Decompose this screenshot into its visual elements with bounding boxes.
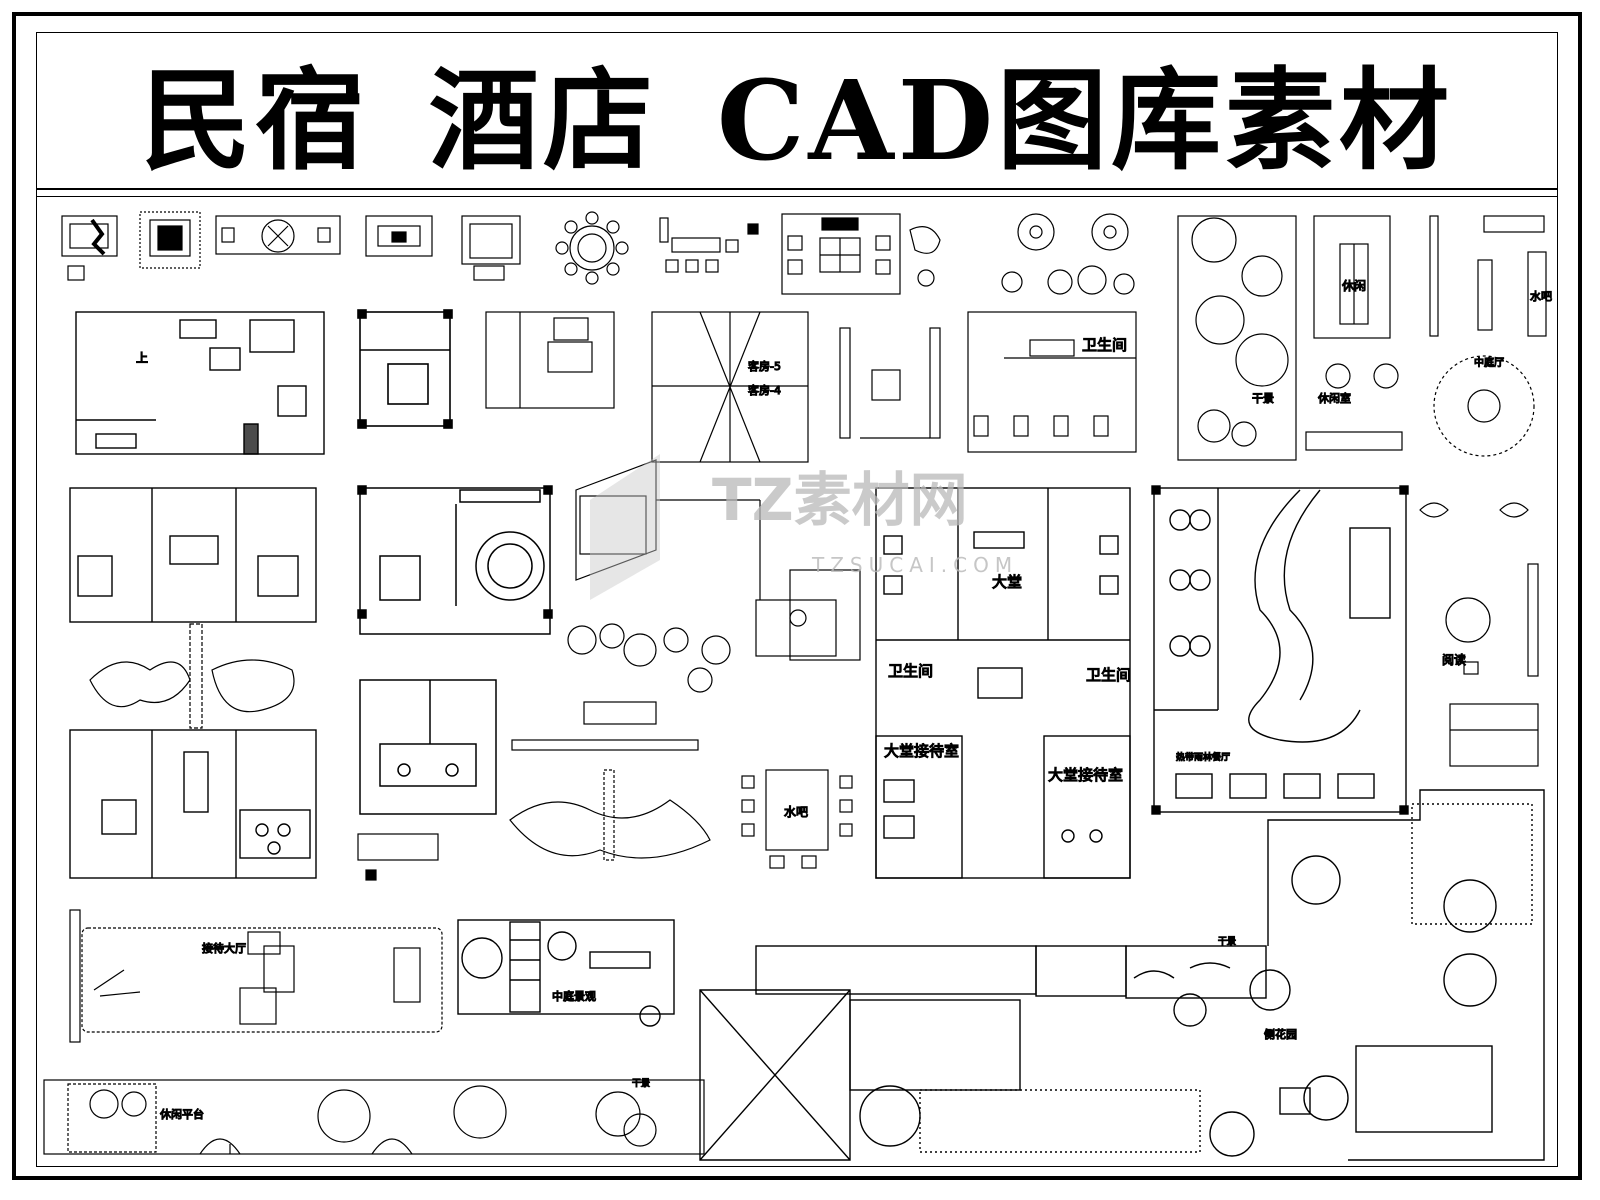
inner-frame [36, 32, 1558, 1167]
label-bathroom: 卫生间 [1082, 336, 1127, 354]
plan-garden-strip [1177, 215, 1297, 461]
label-side-garden: 侧花园 [1264, 1028, 1297, 1041]
furniture-conference-set [781, 213, 941, 295]
label-water-bar-2: 水吧 [784, 805, 808, 819]
plan-villa-garden [89, 623, 295, 729]
plan-rainforest-restaurant [1151, 485, 1409, 815]
label-courtyard-hall: 中庭厅 [1474, 356, 1504, 369]
plan-reception-desk [839, 327, 941, 439]
furniture-bed-single [61, 215, 118, 281]
watermark-url: TZSUCAI.COM [811, 553, 1018, 577]
title-band: 民宿 酒店 CAD图库素材 [37, 33, 1557, 190]
plan-leisure-table [1313, 215, 1391, 339]
label-lobby: 大堂 [992, 573, 1022, 591]
label-dry-scape-3: 干景 [1218, 936, 1236, 947]
label-up: 上 [136, 351, 148, 365]
label-lobby-reception-left: 大堂接待室 [884, 742, 959, 760]
plan-courtyard-hall [1433, 355, 1535, 457]
label-courtyard-landscape: 中庭景观 [552, 989, 596, 1003]
label-dry-scape-1: 干景 [1252, 392, 1274, 405]
plan-bedroom-suite-1 [357, 309, 453, 429]
plan-villa-left [69, 487, 317, 879]
label-bathroom-left: 卫生间 [888, 662, 933, 680]
plan-courtyard-landscape [457, 919, 675, 1027]
plan-leisure-terrace [43, 1079, 705, 1155]
plan-suite-with-tub [357, 485, 553, 635]
label-reception-hall: 接待大厅 [202, 941, 246, 955]
label-dry-scape-2: 干景 [632, 1078, 650, 1089]
label-leisure-terrace: 休闲平台 [160, 1107, 204, 1121]
tree-cluster-top [1001, 213, 1135, 295]
label-guest-room-5: 客房-5 [748, 359, 781, 373]
plan-water-bar [1429, 215, 1547, 337]
plan-apartment-1 [75, 311, 325, 455]
watermark: TZ素材网 TZSUCAI.COM [590, 454, 1018, 600]
plan-guest-rooms [651, 311, 809, 463]
outer-frame [12, 12, 1582, 1180]
furniture-bed-double [139, 211, 201, 269]
plan-side-garden [1209, 789, 1545, 1161]
label-bathroom-right: 卫生间 [1086, 666, 1131, 684]
plan-reception-hall [69, 909, 443, 1043]
plan-open-garden-center [511, 459, 861, 751]
label-reading: 阅读 [1442, 653, 1466, 667]
plan-terrace-deck [699, 945, 1267, 1161]
furniture-sofa-set [365, 215, 433, 257]
title-underline [37, 196, 1557, 197]
furniture-desk-chairs [659, 217, 759, 273]
label-guest-room-4: 客房-4 [748, 383, 781, 397]
label-lobby-reception-right: 大堂接待室 [1048, 766, 1123, 784]
label-leisure-room: 休闲室 [1318, 391, 1351, 405]
plan-leisure-room [1305, 363, 1403, 451]
plan-bedroom-suite-2 [485, 311, 615, 409]
plan-suite-lower [359, 679, 497, 815]
title-part-3: CAD图库素材 [716, 55, 1454, 185]
plan-garden-path [509, 769, 711, 861]
plan-lobby [875, 487, 1131, 879]
plan-water-bar-tables [741, 769, 853, 869]
furniture-bed-king [461, 215, 521, 281]
plan-public-bathroom [967, 311, 1137, 453]
label-rainforest-restaurant: 热带雨林餐厅 [1176, 751, 1230, 763]
plan-bathroom-small [357, 833, 439, 881]
label-leisure: 休闲 [1342, 279, 1366, 293]
watermark-brand: TZ素材网 [712, 466, 968, 534]
title-part-2: 酒店 [428, 55, 657, 185]
furniture-dining-set [215, 215, 341, 255]
title-part-1: 民宿 [140, 55, 369, 185]
furniture-round-table [555, 211, 629, 285]
plan-reading-area [1419, 502, 1539, 767]
label-water-bar: 水吧 [1530, 290, 1552, 303]
